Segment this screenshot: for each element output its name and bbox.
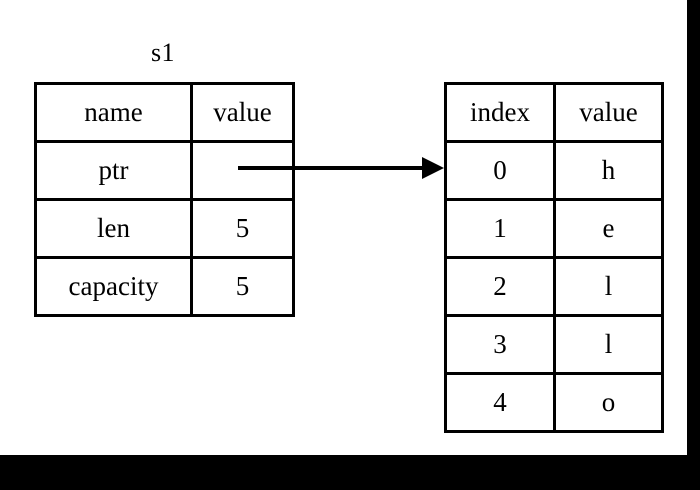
viewport-right-bar (687, 0, 700, 456)
table-row: ptr (34, 140, 295, 201)
struct-field-name-len: len (34, 198, 193, 259)
buffer-value-2: l (553, 256, 664, 317)
buffer-header-value: value (553, 82, 664, 143)
buffer-header-index: index (444, 82, 556, 143)
table-row: capacity 5 (34, 256, 295, 317)
struct-field-value-ptr (190, 140, 295, 201)
struct-table: name value ptr len 5 capacity 5 (34, 82, 295, 317)
table-row: 3 l (444, 314, 664, 375)
buffer-value-0: h (553, 140, 664, 201)
table-row: 2 l (444, 256, 664, 317)
struct-field-value-len: 5 (190, 198, 295, 259)
struct-field-value-capacity: 5 (190, 256, 295, 317)
pointer-arrow-head (422, 157, 444, 179)
buffer-index-3: 3 (444, 314, 556, 375)
table-row: 1 e (444, 198, 664, 259)
table-header-row: index value (444, 82, 664, 143)
struct-field-name-ptr: ptr (34, 140, 193, 201)
buffer-index-1: 1 (444, 198, 556, 259)
table-row: 4 o (444, 372, 664, 433)
struct-table-caption: s1 (150, 38, 176, 67)
viewport-bottom-bar (0, 455, 700, 490)
buffer-index-4: 4 (444, 372, 556, 433)
buffer-index-2: 2 (444, 256, 556, 317)
table-row: len 5 (34, 198, 295, 259)
buffer-table: index value 0 h 1 e 2 l 3 l 4 o (444, 82, 664, 433)
struct-header-name: name (34, 82, 193, 143)
table-header-row: name value (34, 82, 295, 143)
buffer-value-4: o (553, 372, 664, 433)
table-row: 0 h (444, 140, 664, 201)
struct-header-value: value (190, 82, 295, 143)
buffer-value-3: l (553, 314, 664, 375)
buffer-index-0: 0 (444, 140, 556, 201)
struct-field-name-capacity: capacity (34, 256, 193, 317)
buffer-value-1: e (553, 198, 664, 259)
pointer-arrow-icon (238, 157, 444, 179)
